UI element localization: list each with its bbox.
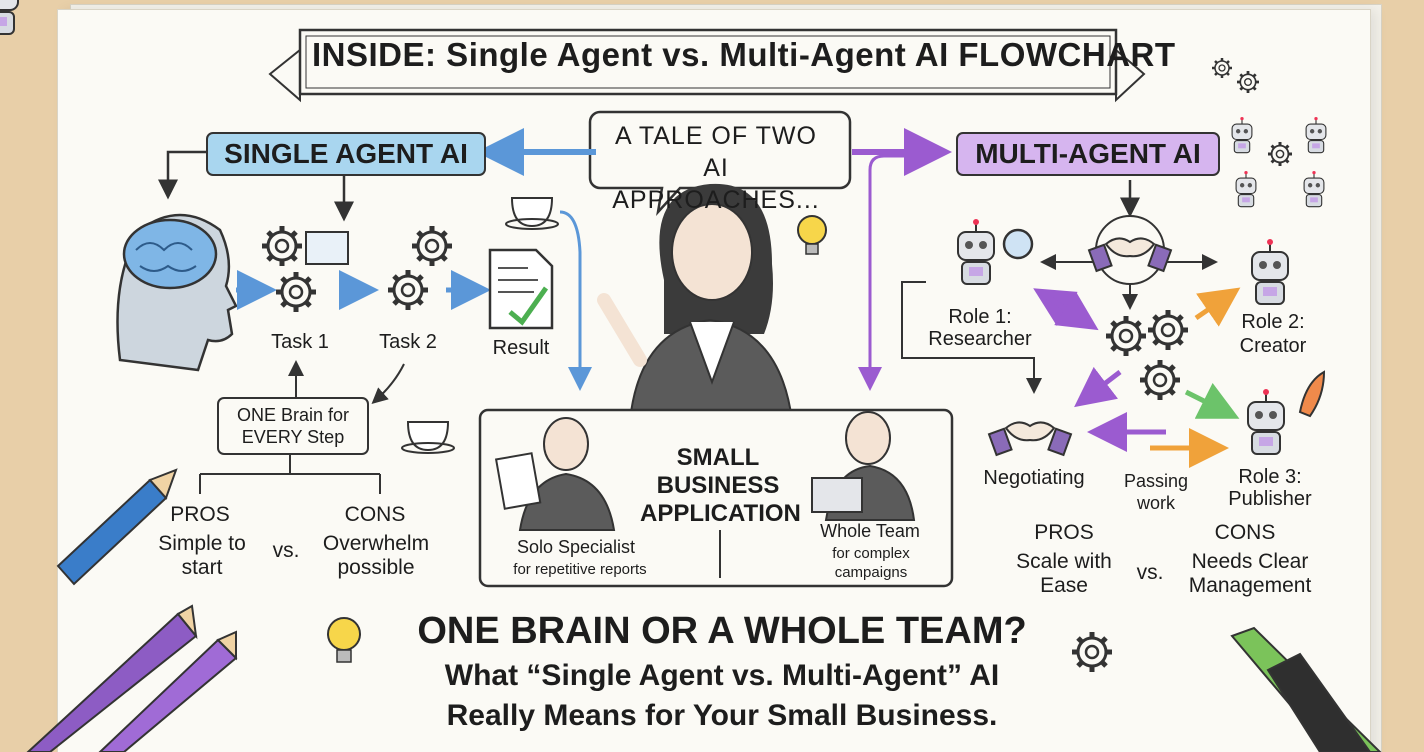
network-gear-icon-2 [1148, 310, 1188, 350]
magnifier-icon [1002, 228, 1034, 260]
arrow-to-app-left [559, 210, 592, 391]
deco-gear-icon-2 [1235, 69, 1261, 95]
multi-pros-label: PROS [1034, 521, 1094, 544]
arrow-role1-to-gears [1044, 291, 1099, 331]
role2-label: Role 2: Creator [1239, 311, 1307, 357]
coffee-cup-icon-2 [401, 421, 455, 454]
arrow-gears-to-role2 [1194, 287, 1241, 327]
publisher-robot-icon [1247, 388, 1285, 455]
arrow-heading-to-head [158, 150, 206, 200]
coffee-cup-icon [505, 197, 559, 230]
deco-robot-icon-2 [1305, 116, 1327, 154]
creator-robot-icon [1251, 238, 1289, 305]
whole-team-title: Whole Team [820, 521, 920, 541]
arrow-gears-to-role3 [1184, 382, 1240, 419]
presenter-woman-illustration [597, 183, 794, 421]
title-banner [268, 28, 1146, 103]
purple-pencil-1 [26, 604, 198, 752]
deco-robot-icon-1 [1231, 116, 1253, 154]
solo-specialist-illustration [494, 417, 616, 531]
deco-gear-icon-1 [1210, 56, 1234, 80]
network-gear-icon-1 [1106, 316, 1146, 356]
footer-lightbulb-icon [327, 617, 361, 663]
solo-specialist-title: Solo Specialist [516, 537, 636, 557]
speech-bubble-text: A TALE OF TWO AI APPROACHES... [612, 122, 820, 214]
multi-vs: vs. [1136, 561, 1164, 584]
single-agent-heading: SINGLE AGENT AI [206, 132, 486, 176]
green-marker [1230, 626, 1382, 752]
note-box [217, 397, 369, 455]
multi-agent-heading: MULTI-AGENT AI [956, 132, 1220, 176]
footer-line-2: What “Single Agent vs. Multi-Agent” AI [444, 659, 1000, 692]
single-cons-text: Overwhelm possible [322, 532, 430, 579]
speech-bubble [588, 110, 852, 216]
footer-headline: ONE BRAIN OR A WHOLE TEAM? [417, 610, 1027, 652]
application-panel [478, 408, 954, 588]
solo-specialist-subtitle: for repetitive reports [513, 561, 647, 578]
lightbulb-icon [797, 215, 827, 255]
blue-pencil [56, 468, 178, 586]
rocket-icon [1298, 370, 1326, 418]
single-pros-label: PROS [170, 503, 230, 526]
result-document-icon [488, 248, 554, 330]
task2-label: Task 2 [379, 331, 437, 353]
footer-line-3: Really Means for Your Small Business. [446, 699, 998, 732]
pros-cons-branch [199, 454, 381, 494]
arrow-task2-to-note [371, 363, 405, 404]
task1-gear-icon [276, 272, 316, 312]
role1-label: Role 1: Researcher [928, 306, 1032, 350]
deco-gear-icon-3 [1266, 140, 1294, 168]
purple-pencil-2 [98, 630, 238, 752]
single-vs: vs. [272, 539, 300, 562]
negotiating-label: Negotiating [983, 467, 1085, 489]
task1-label: Task 1 [271, 331, 329, 353]
multi-cons-text: Needs Clear Management [1188, 550, 1312, 597]
dashboard-icon [305, 231, 349, 265]
network-gear-icon-3 [1140, 360, 1180, 400]
arrow-gears-to-negotiating [1074, 366, 1122, 408]
page-title: INSIDE: Single Agent vs. Multi-Agent AI … [312, 36, 1176, 73]
deco-robot-icon-3 [1235, 170, 1257, 208]
negotiating-handshake-icon [987, 421, 1073, 456]
single-pros-text: Simple to start [158, 532, 246, 579]
arrow-loop-to-negotiating [901, 281, 1042, 394]
whole-team-illustration [0, 0, 916, 521]
small-gear-icon-2 [412, 226, 452, 266]
task2-gear-icon [388, 270, 428, 310]
single-cons-label: CONS [344, 503, 406, 526]
researcher-robot-icon [957, 218, 995, 285]
ai-brain-head-icon [116, 213, 238, 372]
whole-team-subtitle: for complex campaigns [832, 545, 910, 581]
arrow-to-app-right [858, 154, 940, 391]
deco-robot-icon-4 [1303, 170, 1325, 208]
multi-cons-label: CONS [1214, 521, 1276, 544]
passing-work-label: Passing work [1123, 471, 1189, 513]
small-gear-icon [262, 226, 302, 266]
multi-pros-text: Scale with Ease [1016, 550, 1112, 597]
role3-label: Role 3: Publisher [1228, 466, 1312, 510]
note-text: ONE Brain for EVERY Step [236, 405, 350, 447]
result-label: Result [492, 337, 550, 359]
application-title: SMALL BUSINESS APPLICATION [640, 444, 801, 527]
